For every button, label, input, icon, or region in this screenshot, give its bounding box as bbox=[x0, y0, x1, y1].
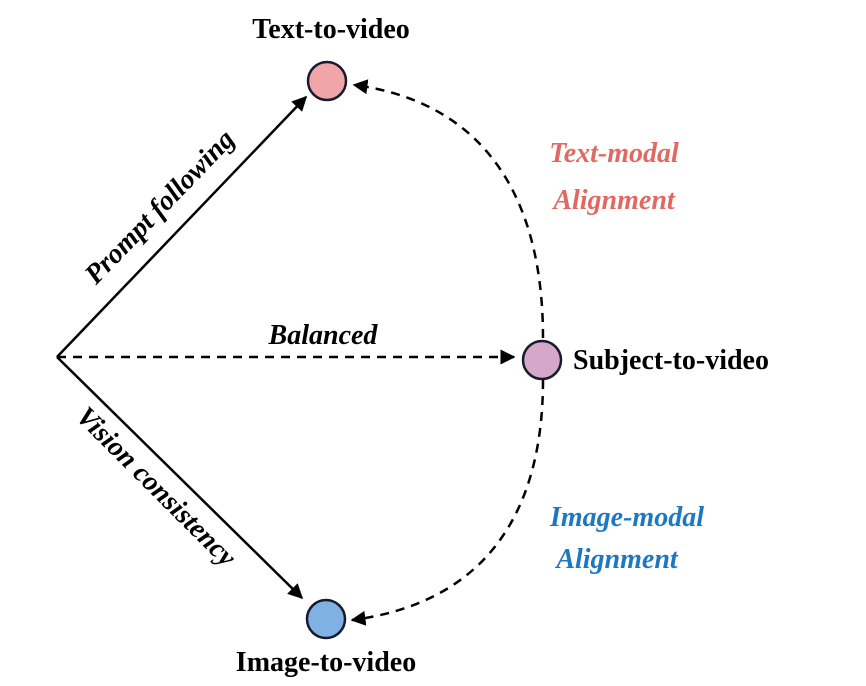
subject-to-video-node bbox=[521, 339, 563, 381]
text-to-video-label: Text-to-video bbox=[252, 14, 410, 45]
image-modal-alignment-arrow bbox=[350, 379, 545, 626]
text-to-video-node bbox=[306, 60, 348, 102]
image-modal-label: Image-modal bbox=[549, 502, 704, 533]
vision-consistency-arrow bbox=[56, 356, 304, 600]
image-modal-alignment-label: Alignment bbox=[554, 544, 679, 575]
text-modal-label: Text-modal bbox=[549, 138, 679, 169]
subject-to-video-label: Subject-to-video bbox=[573, 345, 769, 376]
vision-consistency-label: Vision consistency bbox=[70, 401, 242, 573]
text-modal-alignment-arrow bbox=[352, 79, 545, 339]
prompt-following-arrow bbox=[56, 95, 308, 358]
balanced-label: Balanced bbox=[268, 320, 379, 351]
text-modal-alignment-label: Alignment bbox=[551, 185, 676, 216]
image-to-video-label: Image-to-video bbox=[236, 647, 416, 678]
prompt-following-label: Prompt following bbox=[78, 124, 241, 291]
image-to-video-node bbox=[305, 598, 347, 640]
